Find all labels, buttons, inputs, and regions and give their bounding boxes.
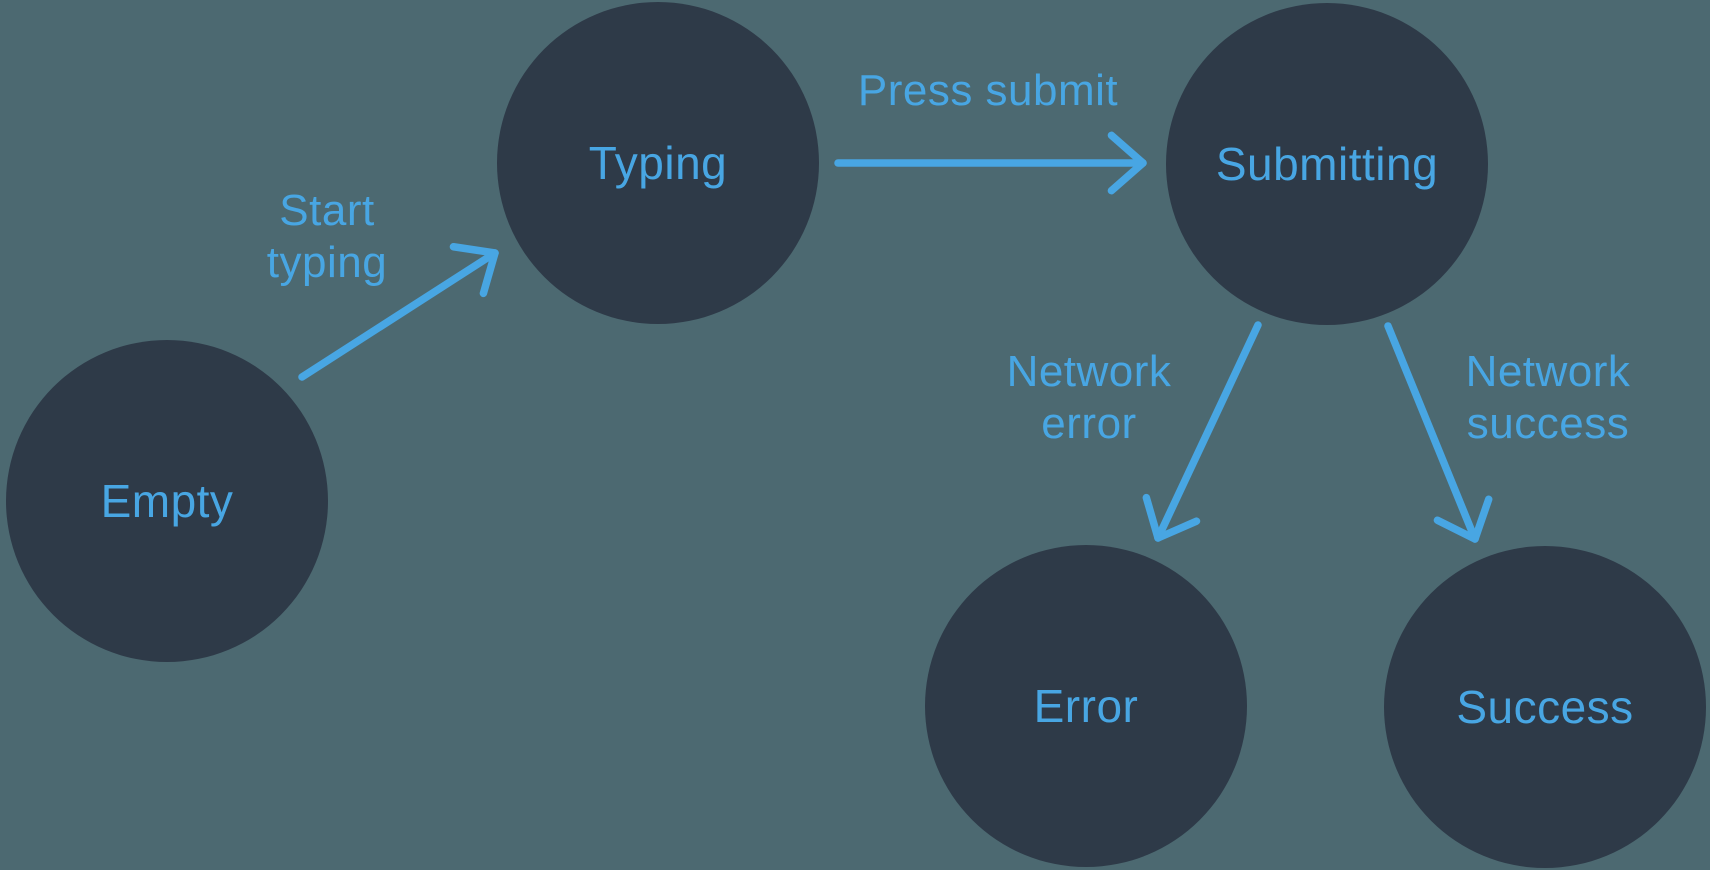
- state-node-label: Submitting: [1215, 138, 1439, 190]
- transition-arrow-typing-submitting: [834, 131, 1147, 195]
- edge-label-start-typing: Start typing: [266, 186, 388, 287]
- state-node-label: Typing: [588, 137, 728, 189]
- edge-label-network-error: Network error: [1006, 347, 1172, 448]
- state-node-success: Success: [1384, 546, 1706, 868]
- state-node-empty: Empty: [6, 340, 328, 662]
- state-node-error: Error: [925, 545, 1247, 867]
- state-node-submitting: Submitting: [1166, 3, 1488, 325]
- state-node-typing: Typing: [497, 2, 819, 324]
- state-node-label: Success: [1456, 681, 1634, 733]
- edge-label-network-success: Network success: [1465, 347, 1631, 448]
- arrowhead-icon: [449, 243, 499, 298]
- arrowhead-icon: [1433, 495, 1493, 543]
- state-node-label: Empty: [100, 475, 234, 527]
- edge-label-press-submit: Press submit: [857, 66, 1119, 115]
- arrowhead-icon: [1142, 493, 1201, 542]
- state-node-label: Error: [1033, 680, 1139, 732]
- arrowhead-icon: [1107, 131, 1147, 195]
